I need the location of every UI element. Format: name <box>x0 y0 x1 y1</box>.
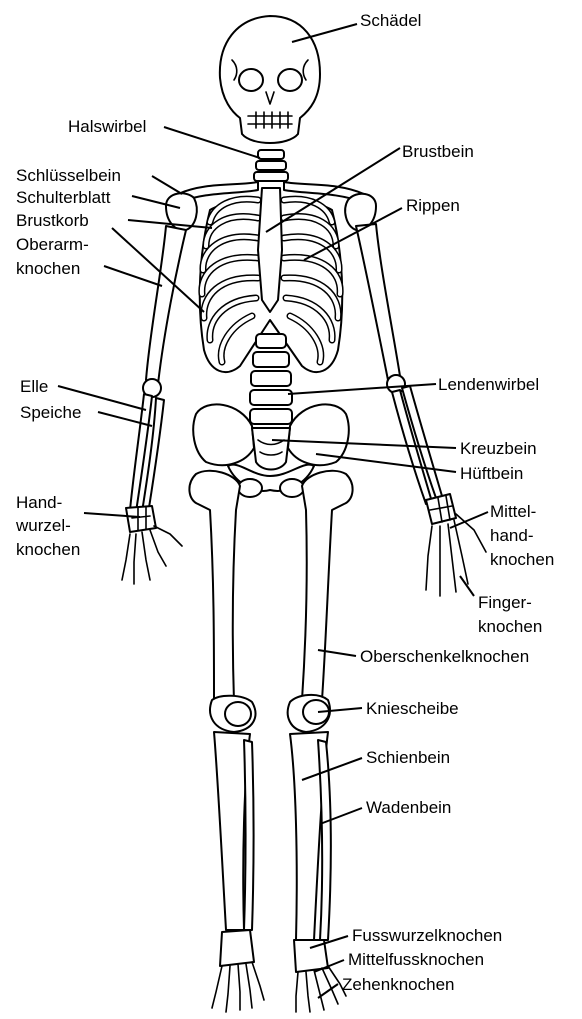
label-finger-line1: Finger- <box>478 593 532 612</box>
label-rippen: Rippen <box>406 196 460 215</box>
lumbar-spine-shape <box>250 334 292 424</box>
label-brustbein: Brustbein <box>402 142 474 161</box>
label-mittelhand-line2: hand- <box>490 526 533 545</box>
label-hueftbein: Hüftbein <box>460 464 523 483</box>
leader-oberarm <box>104 266 162 286</box>
skull-shape <box>220 16 320 143</box>
label-schienbein: Schienbein <box>366 748 450 767</box>
right-arm-shape <box>356 224 486 596</box>
label-lendenwirbel: Lendenwirbel <box>438 375 539 394</box>
label-oberarm-line1: Oberarm- <box>16 235 89 254</box>
left-arm-shape <box>122 226 186 584</box>
label-kniescheibe: Kniescheibe <box>366 699 459 718</box>
label-speiche: Speiche <box>20 403 81 422</box>
label-mittelhand-line1: Mittel- <box>490 502 536 521</box>
sternum-shape <box>258 188 282 312</box>
leader-schluesselbein <box>152 176 182 194</box>
leader-lendenwirbel <box>288 384 436 394</box>
label-mittelfuss: Mittelfussknochen <box>348 950 484 969</box>
label-handwurzel-line3: knochen <box>16 540 80 559</box>
label-finger-line2: knochen <box>478 617 542 636</box>
right-leg-shape <box>288 471 353 1012</box>
label-brustkorb: Brustkorb <box>16 211 89 230</box>
cervical-vertebrae-shape <box>254 150 288 181</box>
label-handwurzel-line2: wurzel- <box>15 516 71 535</box>
skeleton-figure <box>122 16 486 1012</box>
leader-hueftbein <box>316 454 456 472</box>
label-schluesselbein: Schlüsselbein <box>16 166 121 185</box>
label-handwurzel-line1: Hand- <box>16 493 62 512</box>
label-fusswurzel: Fusswurzelknochen <box>352 926 502 945</box>
label-mittelhand-line3: knochen <box>490 550 554 569</box>
label-halswirbel: Halswirbel <box>68 117 146 136</box>
label-elle: Elle <box>20 377 48 396</box>
labels: Schädel Halswirbel Brustbein Schlüsselbe… <box>15 11 554 994</box>
label-oberarm-line2: knochen <box>16 259 80 278</box>
label-kreuzbein: Kreuzbein <box>460 439 537 458</box>
label-oberschenkel: Oberschenkelknochen <box>360 647 529 666</box>
label-wadenbein: Wadenbein <box>366 798 451 817</box>
label-zehen: Zehenknochen <box>342 975 454 994</box>
left-leg-shape <box>189 471 264 1012</box>
label-schulterblatt: Schulterblatt <box>16 188 111 207</box>
label-schaedel: Schädel <box>360 11 421 30</box>
